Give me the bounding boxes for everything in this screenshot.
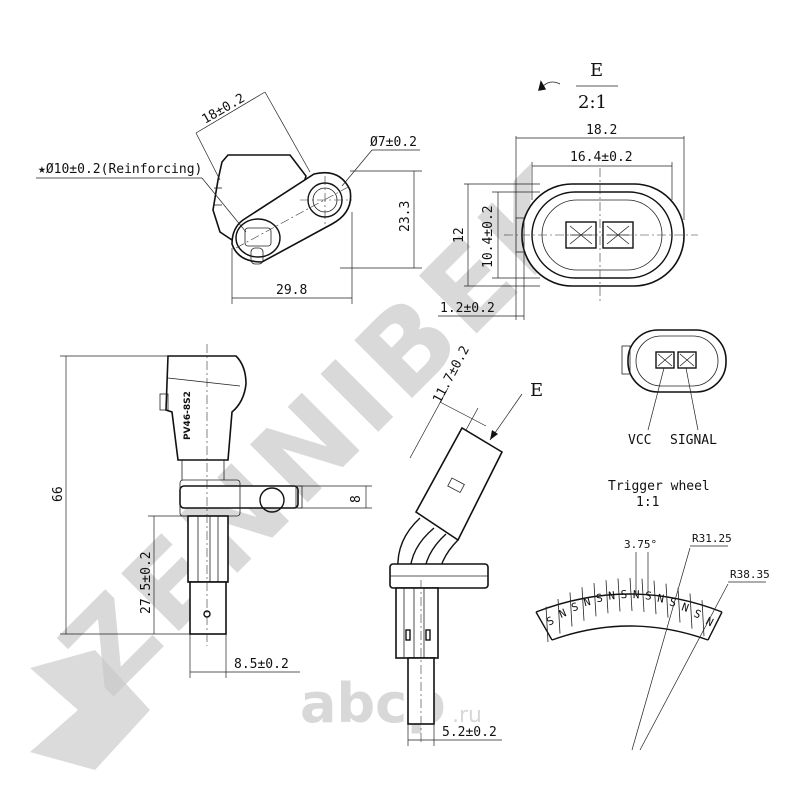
angled-view-label: E	[530, 380, 543, 401]
trigger-wheel-pole-divider	[629, 577, 633, 612]
trigger-wheel-pole-label: N	[582, 595, 592, 609]
connector-dim-wall: 1.2±0.2	[440, 301, 495, 316]
trigger-wheel-pole-divider	[581, 587, 585, 621]
trigger-wheel-pole-label: S	[620, 588, 627, 601]
pinout-view: VCC SIGNAL	[621, 329, 727, 448]
trigger-wheel-pole-divider	[569, 592, 573, 627]
side-view-connector	[165, 355, 247, 461]
side-view-tip	[189, 581, 227, 635]
trigger-wheel-pole-label: N	[608, 589, 616, 603]
pinout-pin1-label: VCC	[628, 433, 651, 448]
side-view-mount-hole	[259, 487, 285, 513]
watermark-chevron-shape	[30, 650, 150, 770]
trigger-wheel-pole-divider	[665, 583, 669, 618]
side-view-dim-total: 66	[51, 486, 66, 502]
angled-view-dim-tip: 5.2±0.2	[442, 725, 497, 740]
trigger-wheel-pole-divider	[677, 587, 681, 623]
trigger-wheel-r-outer: R38.35	[730, 568, 770, 581]
watermark-site-tld: .ru	[452, 703, 482, 728]
top-view-sensor-head	[235, 218, 281, 258]
side-view-shaft	[187, 515, 229, 583]
trigger-wheel-pole-label: S	[644, 589, 652, 603]
trigger-wheel-inner-arc	[551, 625, 709, 641]
trigger-wheel-pole-divider	[641, 578, 645, 612]
trigger-wheel-pole-divider	[617, 578, 621, 612]
connector-dim-inner-width: 16.4±0.2	[570, 150, 633, 165]
trigger-wheel-pole-divider	[605, 580, 609, 614]
top-view: 18±0.2 Ø7±0.2 ★Ø10±0.2(Reinforcing) 23.3…	[36, 91, 422, 304]
top-view-dim-height: 23.3	[398, 201, 413, 232]
top-view-bracket	[231, 171, 352, 263]
trigger-wheel-title: Trigger wheel	[608, 479, 710, 494]
trigger-wheel-pole-divider	[593, 583, 597, 617]
trigger-wheel-pole-label: N	[680, 600, 690, 614]
connector-view-label: E	[590, 60, 603, 81]
connector-view-scale: 2:1	[578, 92, 607, 113]
trigger-wheel-scale: 1:1	[636, 495, 659, 510]
connector-dim-inner-height: 10.4±0.2	[481, 205, 496, 268]
trigger-wheel-pole-label: N	[656, 592, 665, 606]
side-view-dim-tip: 27.5±0.2	[139, 551, 154, 614]
trigger-wheel-r-inner: R31.25	[692, 532, 732, 545]
trigger-wheel-pole-label: S	[692, 607, 703, 622]
angled-view-connector	[414, 426, 504, 542]
trigger-wheel-pole-label: N	[704, 615, 716, 630]
angled-view-shaft	[395, 587, 439, 659]
connector-dim-outer-height: 12	[452, 227, 467, 243]
connector-dim-outer-width: 18.2	[586, 123, 617, 138]
trigger-wheel-pole-label: S	[668, 595, 678, 609]
top-view-dim-width: 18±0.2	[200, 91, 248, 127]
side-view-bracket	[179, 485, 299, 509]
pinout-pin2-label: SIGNAL	[670, 433, 717, 448]
trigger-wheel-pole-divider	[545, 606, 549, 642]
side-view: PV46-8S2 66 8 27.5±0.2 8.5±0.2	[51, 344, 372, 678]
pinout-connector	[627, 329, 727, 393]
trigger-wheel-pole-label: S	[595, 591, 604, 605]
top-view-dim-reinforcing: ★Ø10±0.2(Reinforcing)	[38, 162, 202, 177]
top-view-dim-hole: Ø7±0.2	[370, 135, 417, 150]
trigger-wheel-pole-label: S	[544, 614, 556, 629]
top-view-dim-length: 29.8	[276, 283, 307, 298]
trigger-wheel-pole-divider	[689, 593, 693, 629]
svg-text:PV46-8S2: PV46-8S2	[183, 391, 193, 440]
side-view-dim-width: 8.5±0.2	[234, 657, 289, 672]
trigger-wheel-pole-label: N	[557, 606, 568, 621]
trigger-wheel-pole-divider	[653, 580, 657, 615]
connector-view: E 2:1 18.2 16.4±0.2 12 10.4±0.	[438, 60, 698, 320]
trigger-wheel-pole-divider	[557, 598, 561, 634]
side-view-dim-bracket: 8	[349, 495, 364, 503]
trigger-wheel-angle: 3.75°	[624, 538, 657, 551]
trigger-wheel-pole-label: S	[570, 600, 580, 614]
